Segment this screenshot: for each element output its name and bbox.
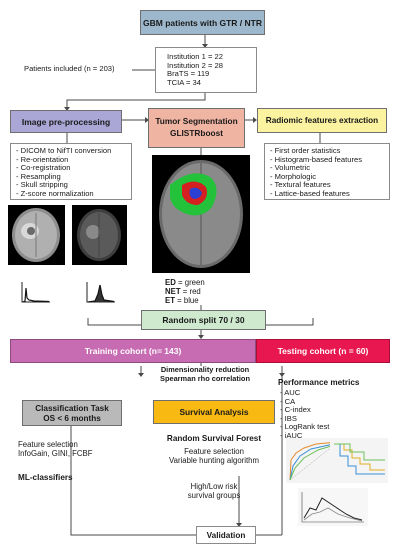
metric-item: - AUC (280, 388, 301, 397)
sfs-line-2: Variable hunting algorithm (168, 456, 259, 465)
preproc-steps-box: - DICOM to NifTI conversion - Re-orienta… (10, 143, 132, 200)
training-cohort-bar: Training cohort (n= 143) (10, 339, 256, 363)
preproc-step: - DICOM to NifTI conversion (16, 146, 112, 155)
radiomic-feature: - Morphologic (270, 171, 317, 181)
radiomic-title: Radiomic features extraction (265, 116, 379, 125)
metric-item: - IBS (280, 413, 297, 423)
fs-line-2: InfoGain, GINI, FCBF (18, 449, 93, 458)
patients-included-label: Patients included (n = 203) (24, 64, 115, 73)
training-cohort-label: Training cohort (n= 143) (84, 346, 182, 356)
mri-image-raw (8, 205, 65, 265)
random-survival-forest-label: Random Survival Forest (166, 434, 262, 443)
sfs-line-1: Feature selection (184, 447, 244, 456)
arrow-head (202, 44, 208, 48)
radiomic-features-box: - First order statistics - Histogram-bas… (264, 143, 390, 200)
ml-classifiers-label: ML-classifiers (18, 473, 73, 482)
preproc-title: Image pre-processing (21, 116, 111, 127)
performance-metrics-list: - AUC - CA - C-index - IBS - LogRank tes… (280, 388, 380, 440)
classification-box: Classification Task OS < 6 months (22, 400, 122, 426)
random-split-box: Random split 70 / 30 (141, 310, 266, 330)
radiomic-box: Radiomic features extraction (257, 108, 387, 133)
radiomic-feature: - Volumetric (270, 163, 311, 172)
survival-feature-selection: Feature selection Variable hunting algor… (147, 447, 281, 465)
arrow-head (138, 373, 144, 377)
histogram-raw (21, 282, 50, 303)
arrow-head (145, 117, 149, 123)
radiomic-feature: - Textural features (270, 180, 331, 189)
segmented-brain-image (152, 155, 250, 273)
connector (66, 93, 206, 110)
dimred-line-1: Dimensionality reduction (160, 365, 250, 374)
fs-line-1: Feature selection (18, 440, 78, 449)
preproc-step: - Resampling (16, 171, 61, 181)
classification-feature-selection: Feature selection InfoGain, GINI, FCBF (18, 440, 133, 458)
preproc-step: - Co-registration (16, 163, 71, 172)
risk-line-2: survival groups (187, 491, 241, 500)
radiomic-feature: - Histogram-based features (270, 154, 363, 164)
metric-item: - iAUC (280, 430, 303, 440)
preproc-step: - Re-orientation (16, 154, 69, 164)
preproc-step: - Z-score normalization (16, 188, 94, 198)
arrow-head (279, 373, 285, 377)
segmentation-title: Tumor Segmentation (155, 116, 238, 126)
legend-ed: ED = green (165, 278, 205, 287)
validation-text: Validation (206, 530, 246, 540)
title-text: GBM patients with GTR / NTR (143, 17, 262, 28)
preproc-step: - Skull stripping (16, 180, 68, 189)
legend-et: ET = blue (165, 296, 199, 305)
classification-subtitle: OS < 6 months (43, 414, 101, 423)
segmentation-box: Tumor Segmentation GLISTRboost (148, 108, 245, 148)
arrow-head (64, 107, 70, 111)
radiomic-feature: - First order statistics (270, 146, 341, 155)
risk-groups-label: High/Low risk survival groups (147, 482, 281, 500)
risk-line-1: High/Low risk (190, 482, 238, 491)
validation-box: Validation (196, 526, 256, 544)
mri-image-normalized (72, 205, 127, 265)
arrow-head (198, 335, 204, 339)
classification-title: Classification Task (35, 404, 109, 413)
metric-item: - C-index (280, 405, 311, 414)
dimensionality-reduction-label: Dimensionality reduction Spearman rho co… (140, 365, 270, 383)
preproc-box: Image pre-processing (10, 110, 122, 133)
institution-tcia: TCIA = 34 (167, 77, 201, 87)
random-split-text: Random split 70 / 30 (162, 315, 245, 325)
institutions-box: Institution 1 = 22 Institution 2 = 28 Br… (155, 47, 257, 93)
legend-net: NET = red (165, 287, 201, 296)
dimred-line-2: Spearman rho correlation (160, 373, 250, 383)
survival-title: Survival Analysis (179, 407, 249, 417)
survival-box: Survival Analysis (153, 400, 275, 424)
segmentation-method: GLISTRboost (169, 128, 223, 138)
performance-metrics-title: Performance metrics (278, 378, 360, 387)
histogram-normalized (86, 282, 115, 303)
arrow-head (236, 523, 242, 527)
segmentation-legend: ED = green NET = red ET = blue (165, 278, 245, 305)
radiomic-feature: - Lattice-based features (270, 188, 350, 198)
institution-1: Institution 1 = 22 (167, 52, 223, 61)
institution-2: Institution 2 = 28 (167, 60, 223, 70)
testing-cohort-bar: Testing cohort (n = 60) (256, 339, 390, 363)
testing-cohort-label: Testing cohort (n = 60) (277, 346, 369, 356)
kaplan-meier-thumbnail (298, 488, 368, 526)
institution-brats: BraTS = 119 (167, 69, 210, 78)
connector (70, 424, 196, 536)
metric-item: - CA (280, 396, 296, 406)
metric-item: - LogRank test (280, 422, 330, 431)
survival-curve-thumbnail (330, 438, 388, 483)
title-box: GBM patients with GTR / NTR (140, 10, 265, 35)
arrow-head (253, 117, 257, 123)
